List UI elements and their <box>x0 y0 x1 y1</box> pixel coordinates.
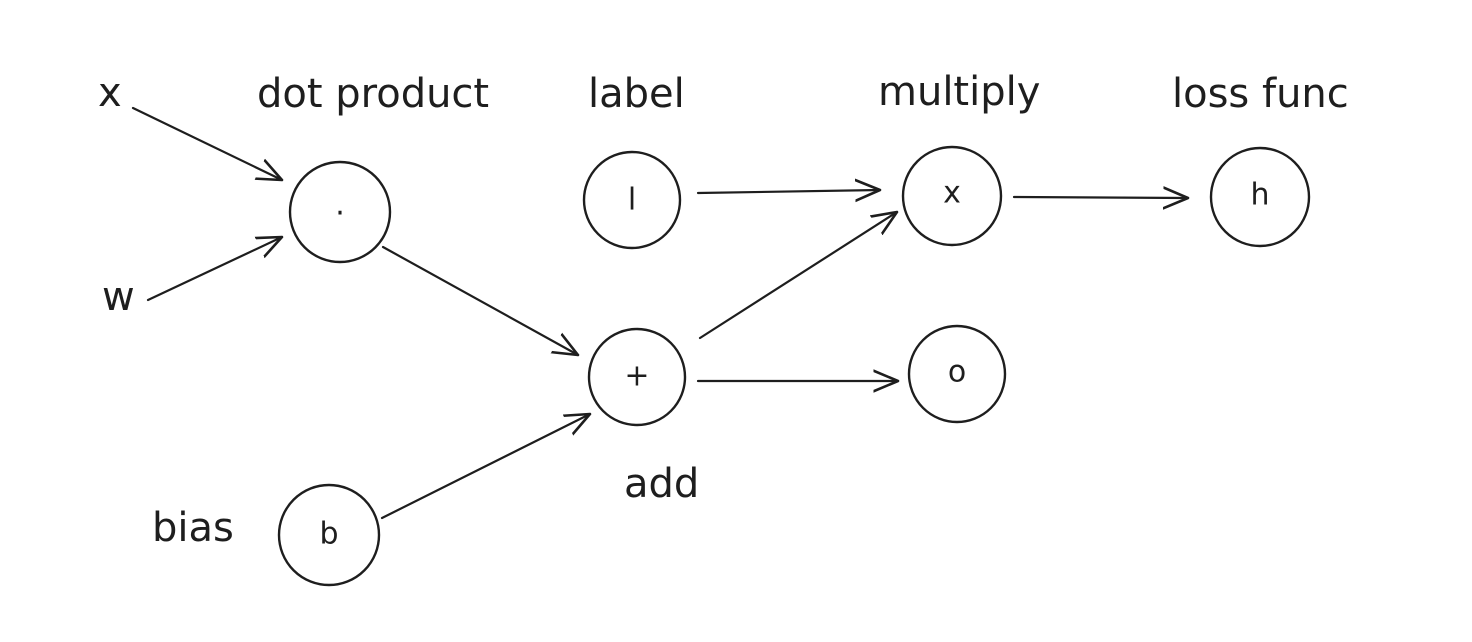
node-label: l <box>582 150 682 250</box>
edge-multiply-to-loss <box>1012 197 1188 198</box>
node-multiply: x <box>901 145 1003 247</box>
label-dot-product: dot product <box>257 71 489 117</box>
node-circle <box>907 324 1007 424</box>
label-loss-func: loss func <box>1172 71 1349 117</box>
node-output: o <box>907 324 1007 424</box>
node-loss: h <box>1209 146 1311 248</box>
edges <box>131 106 1188 520</box>
node-symbol-bias: b <box>319 517 338 552</box>
label-x: x <box>98 70 122 116</box>
node-add: + <box>587 327 687 427</box>
node-circle <box>1209 146 1311 248</box>
node-bias: b <box>277 483 381 587</box>
label-add: add <box>624 461 699 507</box>
node-circle <box>277 483 381 587</box>
node-symbol-loss: h <box>1250 178 1269 213</box>
node-circle <box>288 160 392 264</box>
node-dot-product: . <box>288 160 392 264</box>
edge-add-to-multiply <box>698 212 897 340</box>
edge-x-to-dot <box>131 106 282 180</box>
node-symbol-output: o <box>948 355 966 390</box>
node-circle <box>582 150 682 250</box>
label-bias: bias <box>152 505 234 551</box>
label-label: label <box>588 71 685 117</box>
edge-dot-to-add <box>381 245 578 355</box>
node-symbol-multiply: x <box>943 176 961 211</box>
edge-label-to-multiply <box>696 190 880 193</box>
node-symbol-label: l <box>628 183 636 218</box>
node-symbol-add: + <box>624 359 649 394</box>
node-circle <box>901 145 1003 247</box>
label-w: w <box>102 274 135 320</box>
node-symbol-dot: . <box>335 188 345 223</box>
node-circle <box>587 327 687 427</box>
edge-w-to-dot <box>146 237 282 302</box>
labels: x w bias dot product label multiply loss… <box>98 69 1349 551</box>
edge-bias-to-add <box>380 414 590 520</box>
label-multiply: multiply <box>878 69 1040 115</box>
